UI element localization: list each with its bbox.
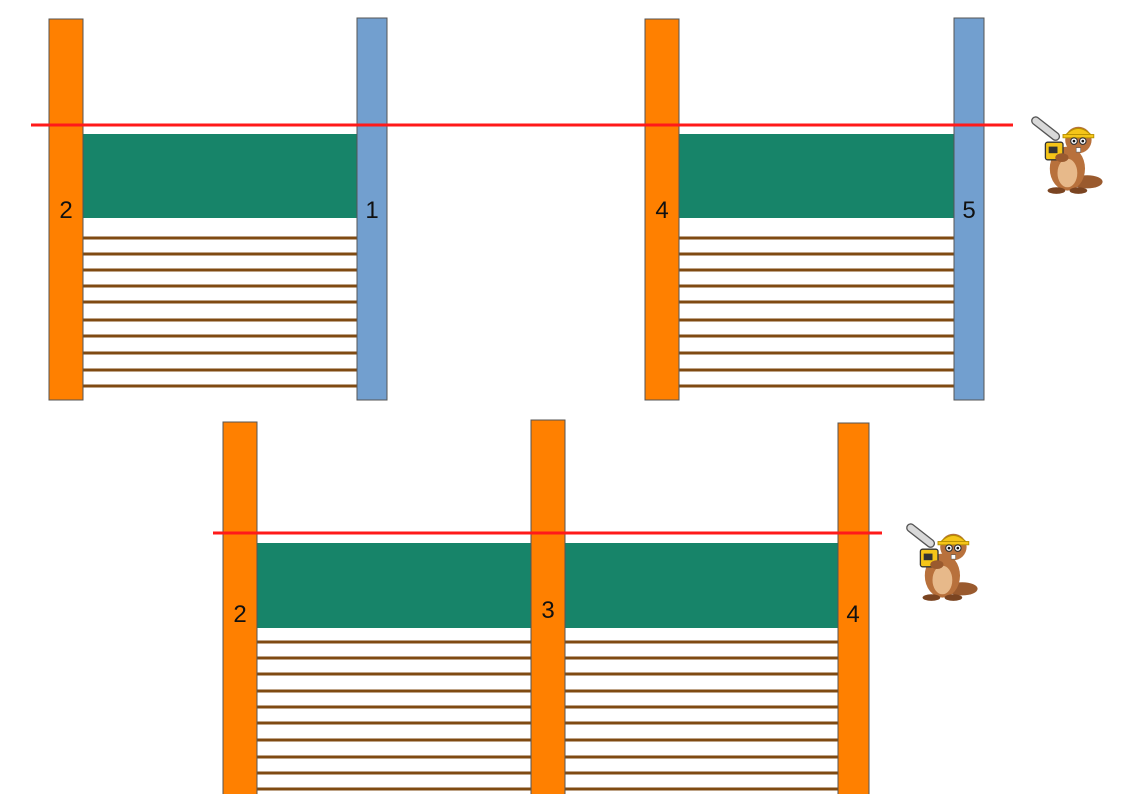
post-label: 5 [962,197,975,224]
green-panel [565,543,838,628]
blue-post [953,17,985,401]
bottom-fence: 2 3 4 [222,419,870,794]
post-label: 4 [846,601,859,628]
post-label: 4 [655,197,668,224]
blue-post [356,17,388,401]
brown-rails [679,236,954,388]
post-label: 3 [541,597,554,624]
post-label: 1 [365,197,378,224]
orange-post [644,18,680,401]
orange-post [48,18,84,401]
green-panel [679,134,954,218]
top-left-fence: 2 1 [48,17,388,401]
orange-post [222,421,258,794]
green-panel [257,543,531,628]
beaver-chainsaw-icon [904,521,979,602]
beaver-chainsaw-icon [1029,114,1104,195]
brown-rails [83,236,357,388]
green-panel [83,134,357,218]
post-label: 2 [233,601,246,628]
post-label: 2 [59,197,72,224]
top-right-fence: 4 5 [644,17,985,401]
orange-post [530,419,566,794]
orange-post [837,422,870,794]
